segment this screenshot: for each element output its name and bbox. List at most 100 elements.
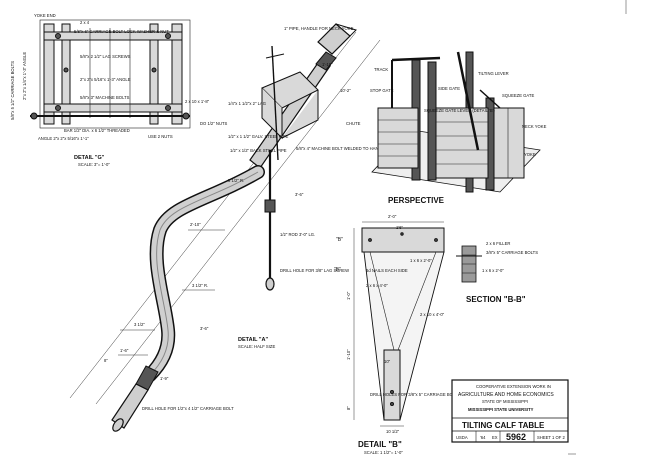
nut-icon [30, 112, 38, 120]
rod-eye [265, 277, 275, 291]
detail-g-angle-c: ANGLE 2"x 2"x 5/16"x 1'-1" [38, 136, 89, 141]
label-track: TRACK [374, 67, 388, 72]
detail-b-scale: SCALE: 1 1/2"= 1'-0" [364, 450, 403, 455]
tb-agency: USDA [456, 435, 468, 440]
label-yoke: YOKE [524, 152, 536, 157]
label-tilting-lever: TILTING LEVER [478, 71, 509, 76]
side-board-right [435, 107, 489, 179]
detail-b-title: DETAIL "B" [358, 440, 402, 449]
detail-g-yoke-end: YOKE END [34, 13, 56, 18]
detail-b-board2: 2 x 6 x 4'-0" [366, 283, 388, 288]
detail-b-top-board [361, 227, 445, 253]
dim-r1: 5 1/2" R. [228, 178, 244, 183]
detail-g-angle-a: 2"x 2"x 5/16"x 1'-3" ANGLE [80, 77, 131, 82]
section-filler-label: 2 x 6 FILLER [486, 241, 510, 246]
detail-a-title: DETAIL "A" [238, 337, 268, 343]
section-board-label: 1 x 6 x 2'-0" [482, 268, 504, 273]
tb-ref2: EX [492, 435, 498, 440]
detail-g-machine: 5/8"x 3" MACHINE BOLTS [80, 95, 130, 100]
bolt-icon [151, 67, 157, 73]
label-pipe-handle: 1" PIPE, HANDLE FOR NECK YOKE [284, 26, 354, 31]
dim-a: 2'-10" [190, 222, 201, 227]
track [391, 56, 441, 62]
tb-drawing-title: TILTING CALF TABLE [462, 421, 545, 430]
detail-a-scale: SCALE: HALF SIZE [238, 344, 275, 349]
bolt-icon [55, 105, 61, 111]
perspective-group: TRACK STOP GATE SIDE GATE TILTING LEVER … [346, 51, 547, 205]
yoke-panel [493, 107, 525, 179]
angle-right [171, 23, 183, 125]
dim-r3: 3 1/2" [134, 322, 145, 327]
title-block-frame [451, 379, 569, 443]
detail-b-w-inner: 1'6" [396, 225, 403, 230]
label-neck-yoke: NECK YOKE [522, 124, 547, 129]
bolt-icon [63, 67, 69, 73]
bolt-icon [165, 33, 171, 39]
detail-b-dim-e: 10 1/2" [386, 429, 400, 434]
dim-top: 1'-10" [322, 62, 333, 67]
detail-g-angle-b: 2"x 2"x 1/4"x 1'-3" ANGLE [22, 52, 27, 100]
angle-left [43, 23, 55, 125]
label-squeeze-gate: SQUEEZE GATE [502, 93, 534, 98]
dim-r2: 3 1/2" R. [192, 283, 208, 288]
detail-b-dim-b: 1'-0" [346, 291, 351, 300]
main-frame-group: 1" PIPE, HANDLE FOR NECK YOKE 1/4"x 1 1/… [69, 23, 387, 432]
dim-mid: 3'-6" [295, 192, 304, 197]
nut-icon [182, 112, 190, 120]
tb-line4: MISSISSIPPI STATE UNIVERSITY [468, 407, 534, 412]
side-board-left [377, 107, 419, 169]
detail-g-title: DETAIL "G" [74, 155, 105, 161]
label-squeeze-lever: SQUEEZE GATE LEVER (DETAIL 'B') [424, 108, 495, 113]
tb-line2: AGRICULTURE AND HOME ECONOMICS [458, 392, 554, 398]
detail-b-group: 2'-0" 1'6" "B" "B" 6d NAILS EACH SIDE 1 … [334, 214, 460, 455]
label-rod: 1/2" ROD 3'-0" LG. [280, 232, 315, 237]
label-back-steel: 1/2" x 1/2" BACK STEEL PIPE [230, 148, 287, 153]
detail-b-marker-top: "B" [336, 237, 343, 243]
post-front [427, 61, 437, 181]
detail-b-dim-c: 1'-10" [346, 349, 351, 360]
pipe-coupling [315, 51, 337, 71]
rail-top [43, 31, 183, 41]
detail-g-frame [39, 19, 191, 129]
dim-line-long2 [95, 39, 381, 405]
label-drill-hole-bolt: DRILL HOLE FOR 1/2"x 4 1/2" CARRIAGE BOL… [142, 406, 234, 411]
board-2x4 [61, 23, 71, 125]
label-machine-bolt: 5/8"x 4" MACHINE BOLT WELDED TO HANDLE [296, 146, 387, 151]
pipe-end [112, 418, 124, 432]
label-nuts: DO 1/2" NUTS [200, 121, 228, 126]
dim-e: 1'-9" [160, 376, 169, 381]
label-stop-gate: STOP GATE [370, 88, 394, 93]
detail-b-drill: DRILL HOLES FOR 3/8"x 5" CARRIAGE BOLTS [370, 392, 460, 397]
rod-upper [271, 45, 279, 161]
board-2x10 [149, 23, 159, 125]
detail-b-w-top: 2'-0" [388, 214, 397, 219]
detail-b-nails: 6d NAILS EACH SIDE [366, 268, 408, 273]
label-chute: CHUTE [346, 121, 361, 126]
detail-b-board1: 1 x 6 x 2'-0" [410, 258, 432, 263]
title-block: COOPERATIVE EXTENSION WORK IN AGRICULTUR… [451, 379, 569, 443]
detail-g-scale: SCALE: 3"= 1'-0" [78, 162, 110, 167]
detail-g-bar: BAR 1/2" DIA. x 6 1/2" THREADED [64, 128, 130, 133]
label-side-gate: SIDE GATE [438, 86, 460, 91]
tb-ref1: '64 [480, 435, 486, 440]
section-bb-group: 2 x 6 FILLER 3/8"x 5" CARRIAGE BOLTS 1 x… [456, 241, 538, 304]
detail-g-group: 5/8"x 5 1/2" CARRIAGE BOLTS 2"x 2"x 1/4"… [10, 13, 210, 167]
label-drill-hole: DRILL HOLE FOR 3/8" LAG SCREW [280, 268, 349, 273]
dim-d: 8" [104, 358, 108, 363]
detail-g-bolt-lock: 5/8"x 6" CARRIAGE BOLT LOCK WASHER & NUT [74, 29, 169, 34]
detail-b-handle [383, 349, 401, 421]
section-bb-title: SECTION "B-B" [466, 295, 526, 304]
perspective-title: PERSPECTIVE [388, 196, 445, 205]
section-bolts-label: 3/8"x 5" CARRIAGE BOLTS [486, 250, 538, 255]
label-gusset: 1/4"x 1 1/2"x 2" LAG [228, 101, 266, 106]
label-steel-pipe: 1/2" x 1 1/2" GALV. STEEL PIPE [228, 134, 289, 139]
detail-g-lag: 5/8"x 2 1/2" LAG SCREWS [80, 54, 131, 59]
rail-bottom [43, 103, 183, 113]
tb-number: 5962 [506, 432, 526, 442]
bolt-icon [55, 33, 61, 39]
detail-b-board3: 2 x 10 x 4'-0" [420, 312, 445, 317]
detail-b-dim-d: 8" [346, 406, 351, 410]
tb-line3: STATE OF MISSISSIPPI [482, 399, 528, 404]
